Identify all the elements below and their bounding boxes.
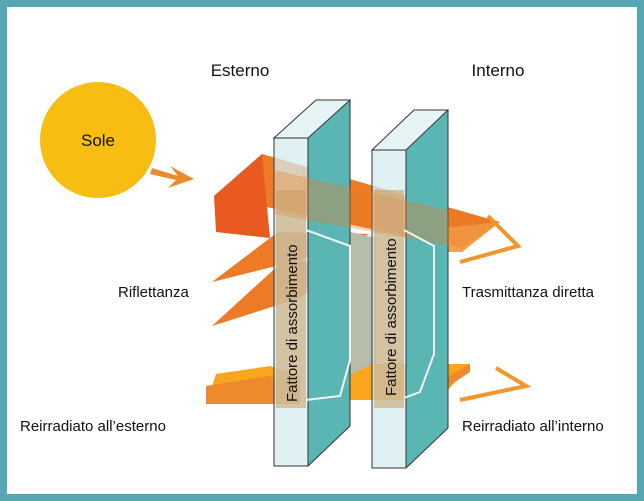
sun-ray-arrow xyxy=(150,166,194,188)
reflectance-label: Riflettanza xyxy=(118,284,190,301)
sun-icon xyxy=(40,82,156,198)
pane1-side xyxy=(308,100,350,466)
pane2-absorption-label: Fattore di assorbimento xyxy=(383,238,400,396)
sun-label: Sole xyxy=(81,131,115,150)
transmittance-arrow xyxy=(459,214,522,264)
absorption-flow-line-2 xyxy=(403,229,435,399)
pane2-side xyxy=(406,110,448,468)
pane1-absorption-label: Fattore di assorbimento xyxy=(284,244,301,402)
pane1-absorption-strip xyxy=(276,190,306,408)
absorption-flow-line-1 xyxy=(305,229,351,401)
inside-label: Interno xyxy=(472,61,525,80)
reradiated-outside-label: Reirradiato all’esterno xyxy=(20,418,166,435)
outside-label: Esterno xyxy=(211,61,270,80)
pane2-absorption-strip xyxy=(374,190,404,408)
incident-beam-front xyxy=(214,154,270,238)
reradiated-inside-arrow xyxy=(459,366,532,402)
reradiated-inside-label: Reirradiato all’interno xyxy=(462,418,604,435)
direct-transmittance-label: Trasmittanza diretta xyxy=(462,284,595,301)
